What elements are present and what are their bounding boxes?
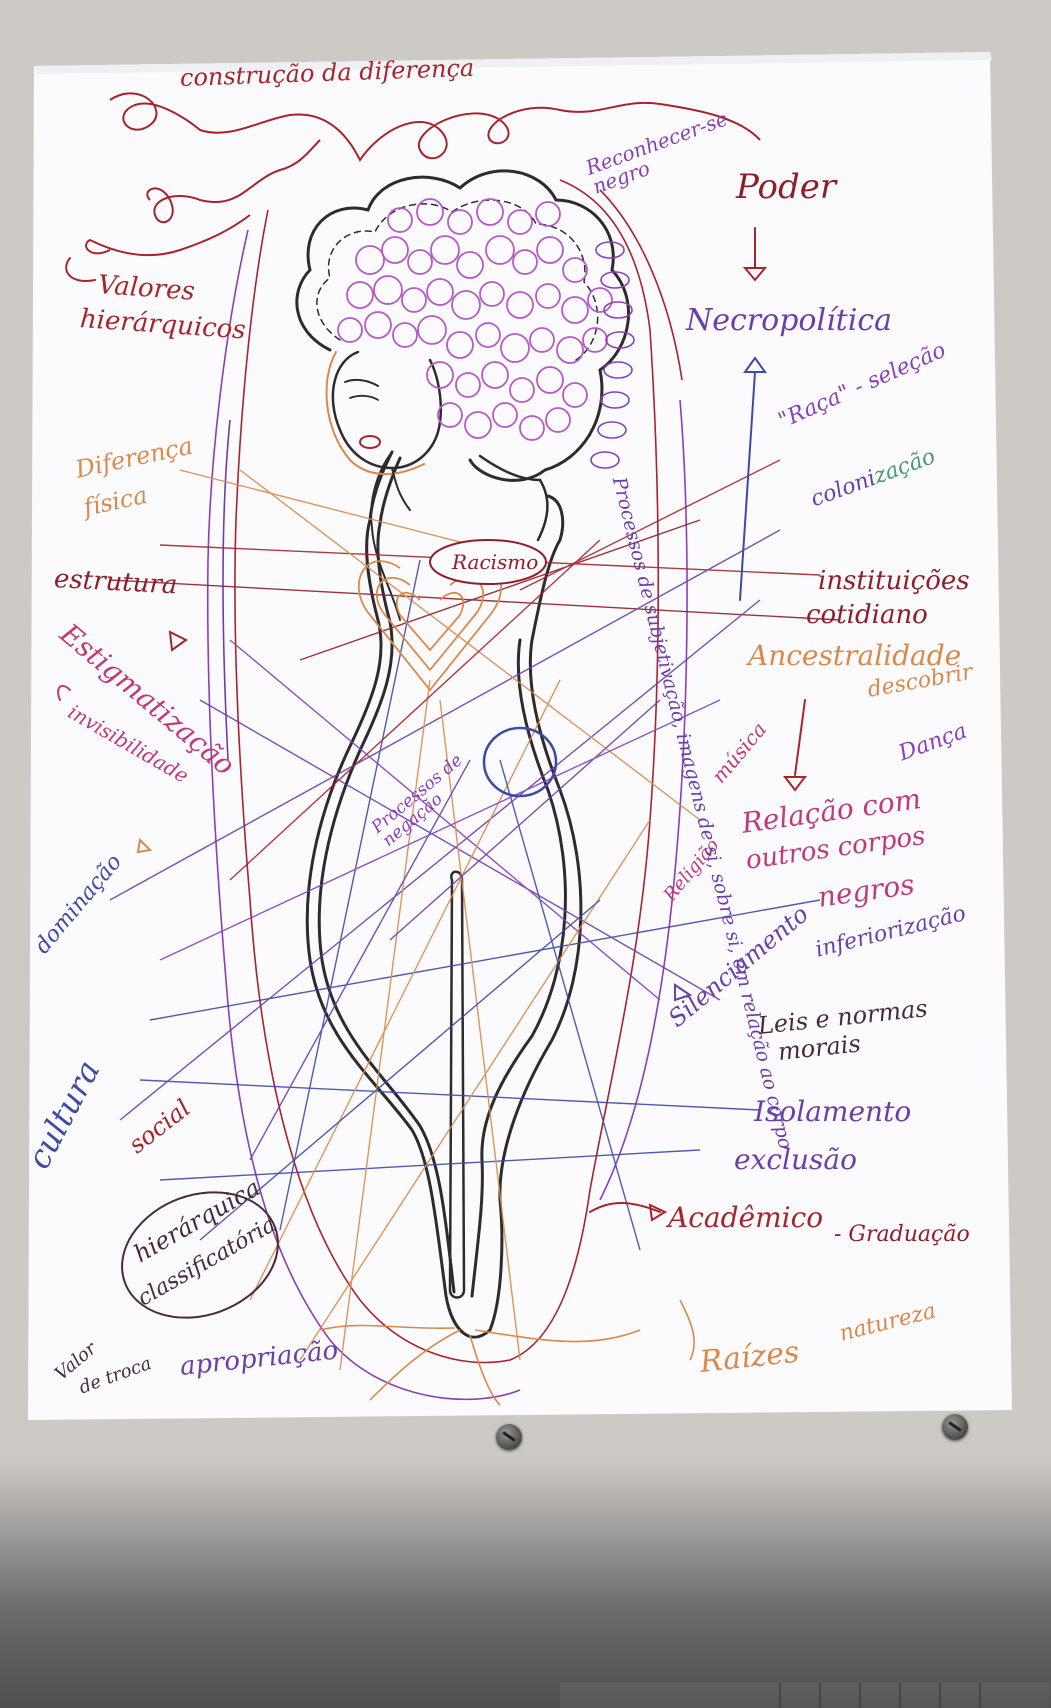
- label-ancestralidade: Ancestralidade: [748, 642, 961, 670]
- label-exclusao: exclusão: [734, 1146, 857, 1174]
- label-academico: Acadêmico: [668, 1204, 823, 1232]
- label-valores: Valores: [97, 272, 196, 305]
- label-instituicoes: instituições: [818, 568, 970, 594]
- photo-shadow: [0, 1460, 1051, 1708]
- label-estrutura: estrutura: [53, 566, 178, 598]
- label-isolamento: Isolamento: [754, 1098, 911, 1126]
- label-cotidiano: cotidiano: [806, 602, 928, 628]
- screw-left: [496, 1424, 522, 1450]
- label-graduacao: - Graduação: [834, 1224, 970, 1246]
- label-necropolitica: Necropolítica: [686, 306, 892, 336]
- label-racismo: Racismo: [452, 552, 538, 572]
- screw-right: [942, 1414, 968, 1440]
- label-poder: Poder: [736, 170, 836, 204]
